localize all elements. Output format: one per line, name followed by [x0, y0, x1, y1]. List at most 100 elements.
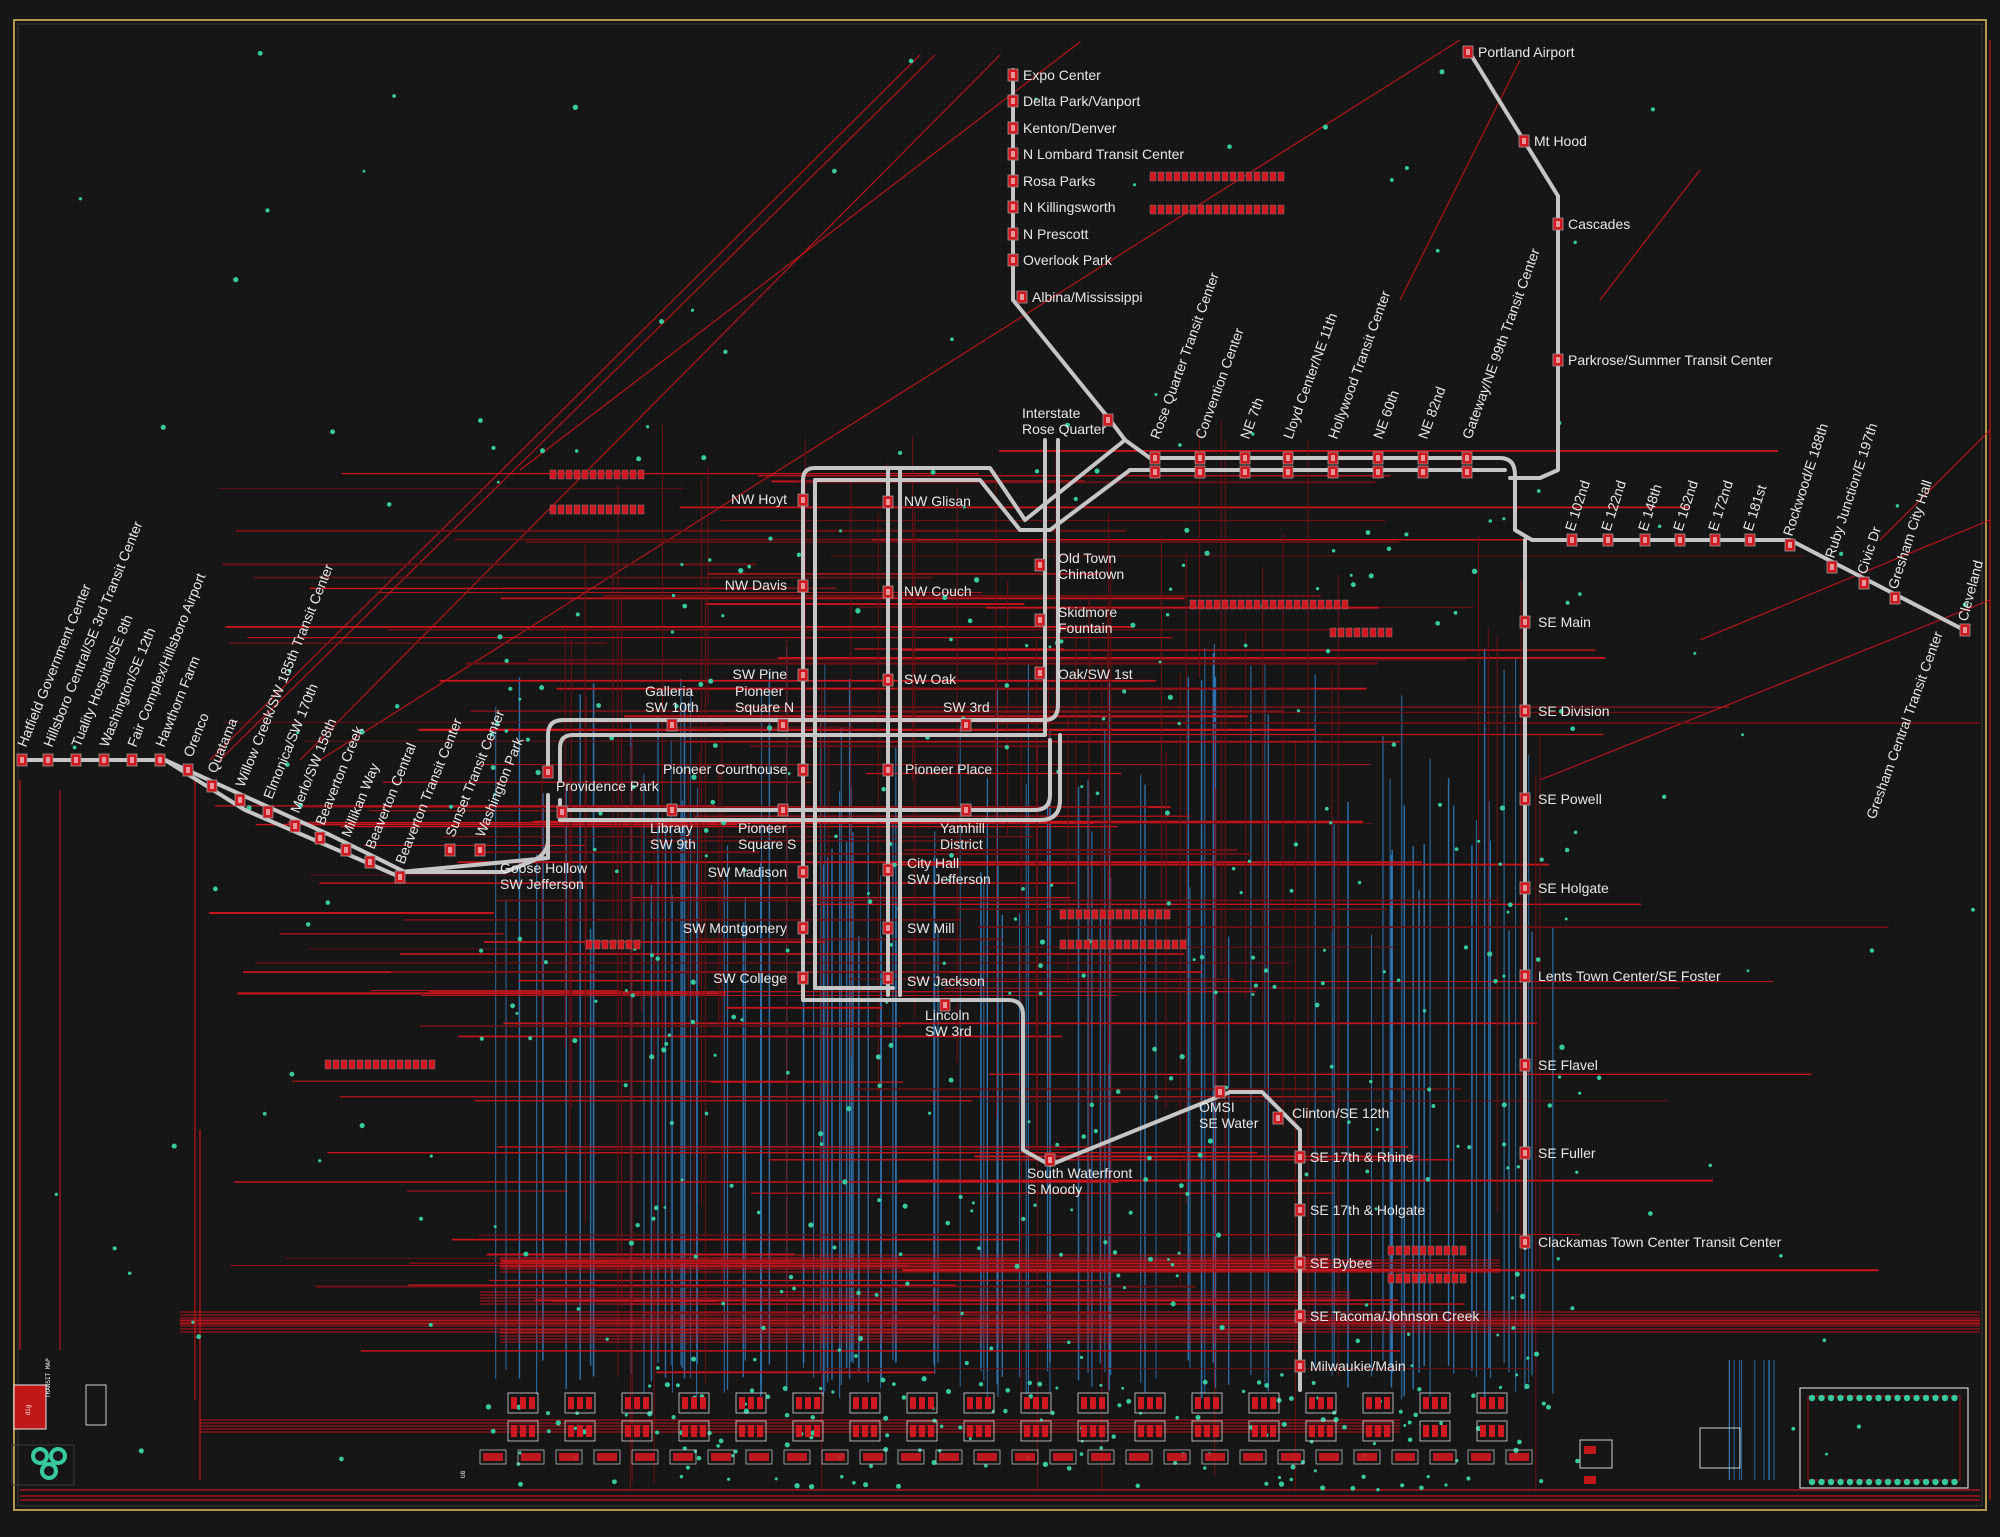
driver-ic[interactable]	[1134, 1392, 1166, 1414]
east-station[interactable]	[1327, 451, 1339, 465]
orange-station[interactable]	[1294, 1309, 1306, 1323]
west-station[interactable]	[206, 779, 218, 793]
west-station[interactable]	[394, 870, 406, 884]
yellow-station[interactable]	[1007, 253, 1019, 267]
driver-ic[interactable]	[1476, 1420, 1508, 1442]
orange-station[interactable]	[1294, 1256, 1306, 1270]
driver-ic[interactable]	[792, 1392, 824, 1414]
south-wf-station[interactable]	[1044, 1153, 1056, 1167]
east-station[interactable]	[1372, 465, 1384, 479]
blue-east-station[interactable]	[1602, 533, 1614, 547]
blue-east-station[interactable]	[1566, 533, 1578, 547]
west-station[interactable]	[444, 843, 456, 857]
east-station[interactable]	[1461, 451, 1473, 465]
driver-ic[interactable]	[1362, 1420, 1394, 1442]
driver-ic[interactable]	[735, 1420, 767, 1442]
east-station[interactable]	[1239, 451, 1251, 465]
courthouse-station[interactable]	[797, 763, 809, 777]
green-station[interactable]	[1519, 969, 1531, 983]
green-station[interactable]	[1519, 1058, 1531, 1072]
driver-ic[interactable]	[564, 1392, 596, 1414]
orange-station[interactable]	[1294, 1359, 1306, 1373]
green-station[interactable]	[1519, 792, 1531, 806]
driver-ic[interactable]	[678, 1420, 710, 1442]
driver-ic[interactable]	[963, 1392, 995, 1414]
driver-ic[interactable]	[906, 1392, 938, 1414]
blue-east-station[interactable]	[1784, 538, 1796, 552]
driver-ic[interactable]	[1362, 1392, 1394, 1414]
driver-ic[interactable]	[1419, 1392, 1451, 1414]
driver-ic[interactable]	[1305, 1392, 1337, 1414]
driver-ic[interactable]	[963, 1420, 995, 1442]
yellow-station[interactable]	[1007, 68, 1019, 82]
driver-ic[interactable]	[1134, 1420, 1166, 1442]
driver-ic[interactable]	[906, 1420, 938, 1442]
mall-east-station[interactable]	[882, 673, 894, 687]
east-station[interactable]	[1239, 465, 1251, 479]
yellow-station[interactable]	[1007, 174, 1019, 188]
blue-east-station[interactable]	[1639, 533, 1651, 547]
clinton-station[interactable]	[1272, 1111, 1284, 1125]
sw-3rd-station[interactable]	[960, 718, 972, 732]
madison-station[interactable]	[797, 865, 809, 879]
driver-ic[interactable]	[1248, 1420, 1280, 1442]
green-station[interactable]	[1519, 1146, 1531, 1160]
blue-east-station[interactable]	[1826, 560, 1838, 574]
east-station[interactable]	[1327, 465, 1339, 479]
header-connector[interactable]	[1799, 1387, 1969, 1489]
driver-ic[interactable]	[792, 1420, 824, 1442]
college-station[interactable]	[797, 971, 809, 985]
driver-ic[interactable]	[849, 1420, 881, 1442]
mall-east-station[interactable]	[882, 495, 894, 509]
yellow-station[interactable]	[1007, 147, 1019, 161]
east-station[interactable]	[1372, 451, 1384, 465]
skidmore-station[interactable]	[1034, 613, 1046, 627]
city-hall-station[interactable]	[882, 863, 894, 877]
east-station[interactable]	[1461, 465, 1473, 479]
rose-quarter-station[interactable]	[1102, 413, 1114, 427]
driver-ic[interactable]	[1476, 1392, 1508, 1414]
east-station[interactable]	[1282, 451, 1294, 465]
orange-station[interactable]	[1294, 1203, 1306, 1217]
west-station[interactable]	[154, 753, 166, 767]
jackson-station[interactable]	[882, 971, 894, 985]
yellow-station[interactable]	[1016, 290, 1028, 304]
west-station[interactable]	[289, 819, 301, 833]
east-station[interactable]	[1149, 451, 1161, 465]
yellow-station[interactable]	[1007, 121, 1019, 135]
driver-ic[interactable]	[1248, 1392, 1280, 1414]
west-station[interactable]	[340, 843, 352, 857]
west-station[interactable]	[262, 805, 274, 819]
pioneer-s-station[interactable]	[777, 803, 789, 817]
driver-ic[interactable]	[1077, 1420, 1109, 1442]
east-station[interactable]	[1149, 465, 1161, 479]
east-station[interactable]	[1194, 451, 1206, 465]
east-station[interactable]	[1417, 451, 1429, 465]
old-town-station[interactable]	[1034, 558, 1046, 572]
driver-ic[interactable]	[1191, 1392, 1223, 1414]
west-station[interactable]	[16, 753, 28, 767]
red-north-station[interactable]	[1462, 45, 1474, 59]
driver-ic[interactable]	[1020, 1392, 1052, 1414]
driver-ic[interactable]	[564, 1420, 596, 1442]
west-station[interactable]	[234, 793, 246, 807]
west-station[interactable]	[182, 763, 194, 777]
blue-east-station[interactable]	[1674, 533, 1686, 547]
yellow-station[interactable]	[1007, 94, 1019, 108]
driver-ic[interactable]	[735, 1392, 767, 1414]
mall-west-station[interactable]	[797, 493, 809, 507]
driver-ic[interactable]	[1191, 1420, 1223, 1442]
mall-west-station[interactable]	[797, 579, 809, 593]
east-station[interactable]	[1282, 465, 1294, 479]
board-logo[interactable]: dig TRANSIT MAP	[11, 1358, 107, 1486]
west-station[interactable]	[364, 855, 376, 869]
driver-ic[interactable]	[507, 1392, 539, 1414]
green-station[interactable]	[1519, 615, 1531, 629]
oak-1st-station[interactable]	[1034, 666, 1046, 680]
blue-east-station[interactable]	[1959, 623, 1971, 637]
green-station[interactable]	[1519, 881, 1531, 895]
orange-station[interactable]	[1294, 1150, 1306, 1164]
driver-ic[interactable]	[1020, 1420, 1052, 1442]
red-north-station[interactable]	[1552, 217, 1564, 231]
west-station[interactable]	[474, 843, 486, 857]
